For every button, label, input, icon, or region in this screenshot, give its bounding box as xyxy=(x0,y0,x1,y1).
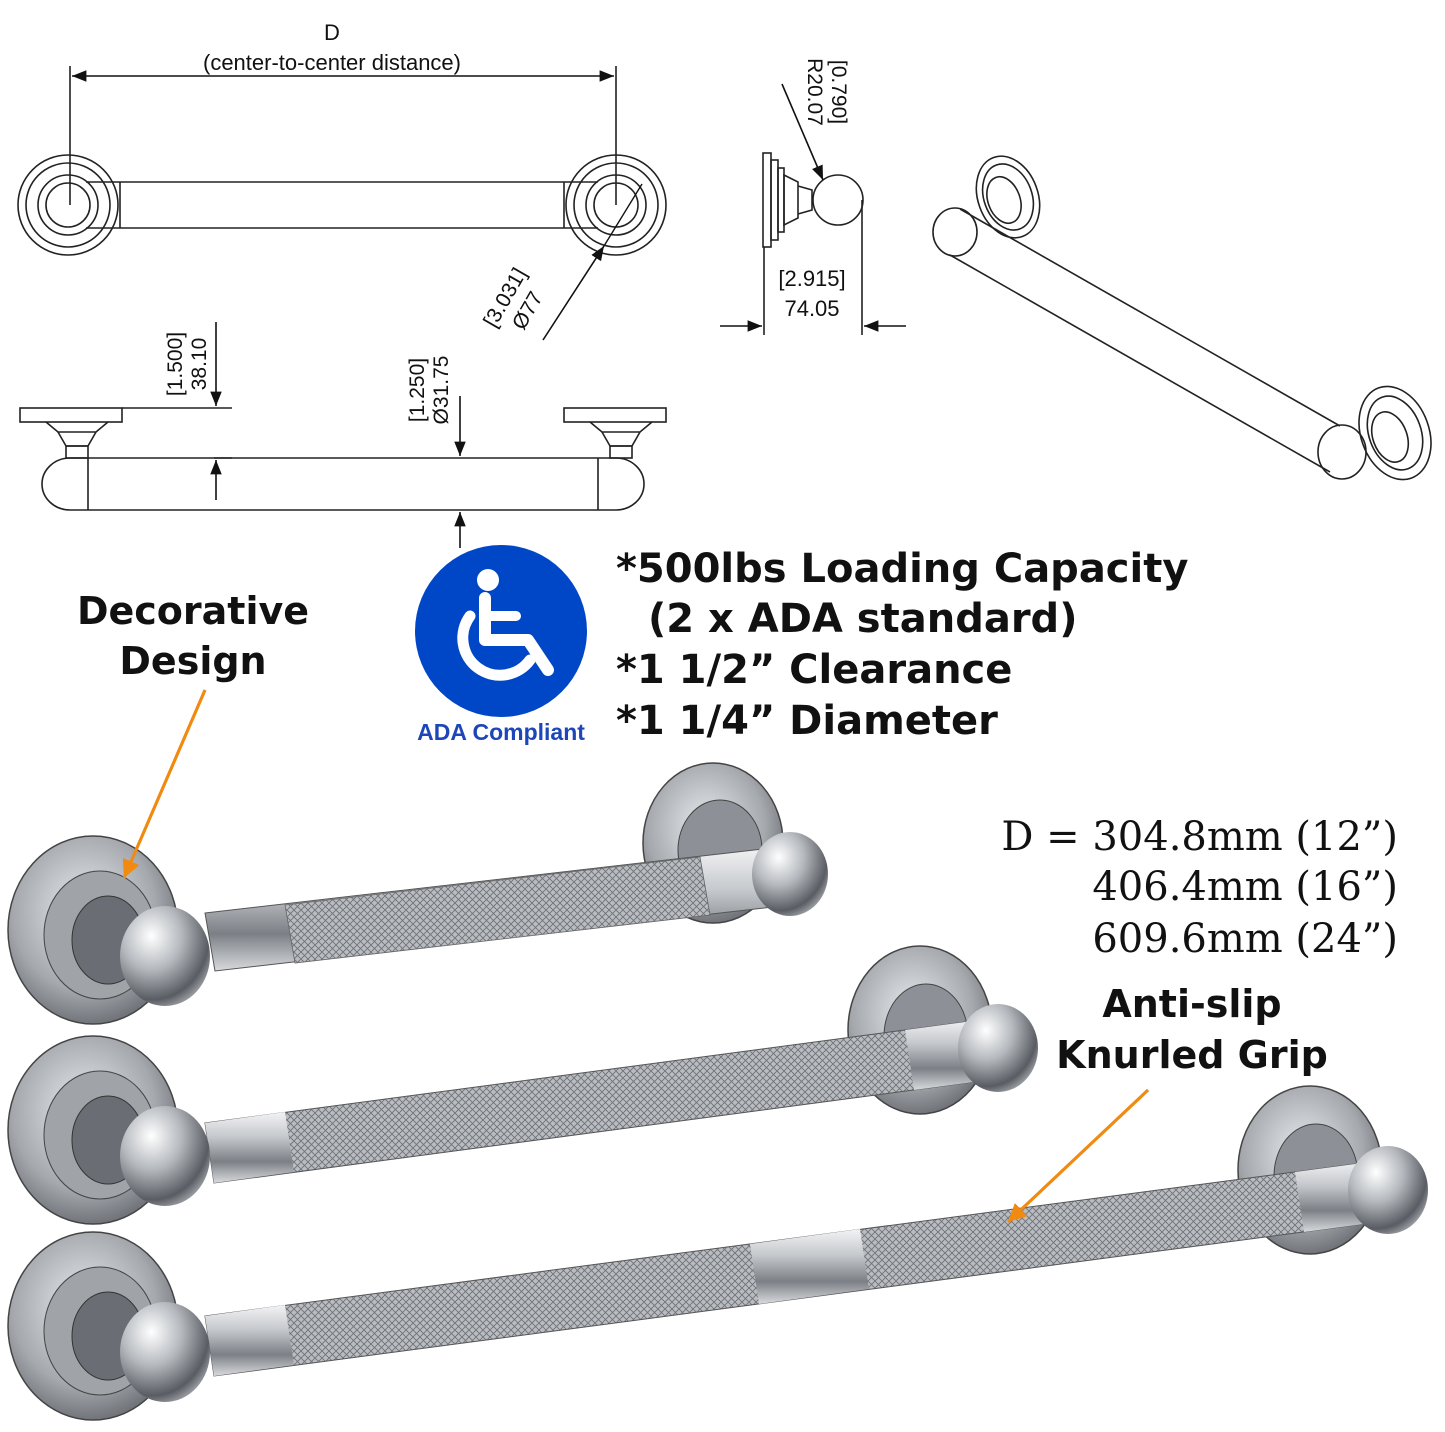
front-view-drawing xyxy=(19,407,667,511)
antislip-callout-line2: Knurled Grip xyxy=(1056,1033,1328,1077)
radius-dim-in: [0.790] xyxy=(827,60,850,124)
grab-bar-12in xyxy=(7,762,828,1025)
decorative-callout-line1: Decorative xyxy=(77,589,309,633)
d-label: D xyxy=(324,20,340,45)
top-view-drawing xyxy=(17,66,667,256)
ada-badge-circle xyxy=(415,545,587,717)
antislip-arrow-overlay xyxy=(1006,1088,1150,1224)
radius-dim-mm: R20.07 xyxy=(803,58,826,126)
antislip-callout-line1: Anti-slip xyxy=(1102,982,1281,1026)
flange-leader xyxy=(542,245,605,341)
d-caption: (center-to-center distance) xyxy=(203,50,461,75)
depth-dim-in: [2.915] xyxy=(778,266,845,291)
diameter-dim-in: [1.250] xyxy=(406,358,429,422)
decorative-arrow-overlay xyxy=(122,689,207,879)
feature-load-capacity: *500lbs Loading Capacity xyxy=(616,546,1188,592)
ada-badge: ADA Compliant xyxy=(415,545,587,745)
radius-leader xyxy=(781,83,824,181)
feature-ada-standard: (2 x ADA standard) xyxy=(648,596,1077,642)
clearance-dim-in: [1.500] xyxy=(164,332,187,396)
clearance-dim-mm: 38.10 xyxy=(188,338,211,391)
wheelchair-icon xyxy=(457,569,554,681)
diameter-dim-mm: Ø31.75 xyxy=(430,356,453,425)
size-16in: 406.4mm (16”) xyxy=(1092,864,1398,910)
feature-diameter: *1 1/4” Diameter xyxy=(616,698,998,744)
feature-clearance: *1 1/2” Clearance xyxy=(616,647,1012,693)
grab-bar-16in xyxy=(7,945,1038,1225)
grab-bar-24in xyxy=(7,1085,1428,1421)
ada-badge-label: ADA Compliant xyxy=(417,719,585,745)
size-24in: 609.6mm (24”) xyxy=(1092,916,1398,962)
decorative-callout-line2: Design xyxy=(119,639,266,683)
profile-drawing xyxy=(762,152,864,335)
isometric-drawing xyxy=(932,155,1432,481)
size-12in: D = 304.8mm (12”) xyxy=(1001,814,1398,860)
depth-dim-mm: 74.05 xyxy=(784,296,839,321)
